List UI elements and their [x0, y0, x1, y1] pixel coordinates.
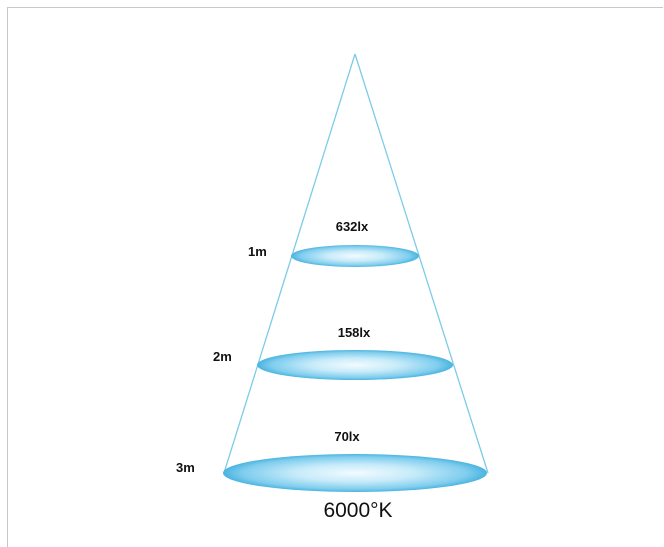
lux-label-3m: 70lx [334, 429, 360, 444]
distance-label-1m: 1m [248, 244, 267, 259]
beam-edge-right [354, 53, 489, 474]
color-temperature-label: 6000°K [323, 499, 392, 522]
distance-label-2m: 2m [213, 349, 232, 364]
light-spot-2m [257, 350, 453, 380]
lux-label-2m: 158lx [338, 325, 371, 340]
lux-label-1m: 632lx [336, 219, 369, 234]
light-spot-3m [223, 454, 487, 492]
diagram-frame [7, 7, 663, 547]
light-spot-1m [291, 245, 419, 267]
distance-label-3m: 3m [176, 460, 195, 475]
beam-edge-left [223, 53, 356, 474]
